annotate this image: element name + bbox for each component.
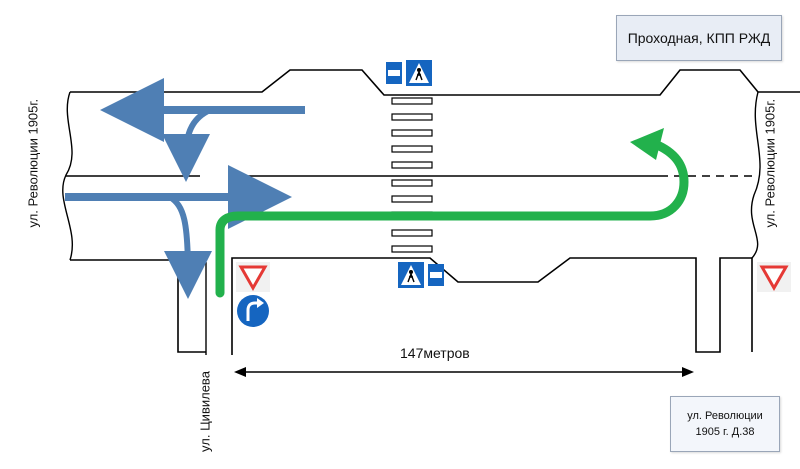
distance-arrow-left xyxy=(234,367,246,377)
street-label-left: ул. Революции 1905г. xyxy=(25,98,41,228)
road-break-left xyxy=(62,91,73,261)
road-edge-bottom-left xyxy=(70,259,206,353)
distance-arrow-right xyxy=(682,367,694,377)
yield-sign-icon-right xyxy=(757,262,791,292)
turn-right-sign-icon xyxy=(237,295,269,327)
checkpoint-label: Проходная, КПП РЖД xyxy=(616,15,782,61)
vehicle-plate-icon-bottom xyxy=(428,264,444,286)
street-label-right: ул. Революции 1905г. xyxy=(762,98,778,228)
vehicle-plate-icon xyxy=(386,62,402,84)
green-route xyxy=(215,139,689,298)
yield-sign-icon xyxy=(236,262,270,292)
road-edge-bottom-mid xyxy=(231,257,753,355)
address-label: ул. Революции 1905 г. Д.38 xyxy=(670,396,780,452)
street-label-bottom: ул. Цивилева xyxy=(197,371,213,452)
address-line-2: 1905 г. Д.38 xyxy=(695,426,755,438)
road-break-right xyxy=(750,91,761,259)
distance-label: 147метров xyxy=(400,345,470,361)
checkpoint-label-text: Проходная, КПП РЖД xyxy=(627,30,771,46)
green-arrowhead xyxy=(630,128,664,160)
blue-arrow-turn-into-side xyxy=(163,194,212,299)
road-edge-top xyxy=(70,69,800,96)
address-line-1: ул. Революции xyxy=(687,410,763,422)
crosswalk xyxy=(391,97,433,253)
pedestrian-crossing-sign-icon-bottom xyxy=(398,262,424,288)
blue-arrow-turn-down xyxy=(162,107,212,182)
pedestrian-crossing-sign-icon xyxy=(406,60,432,86)
